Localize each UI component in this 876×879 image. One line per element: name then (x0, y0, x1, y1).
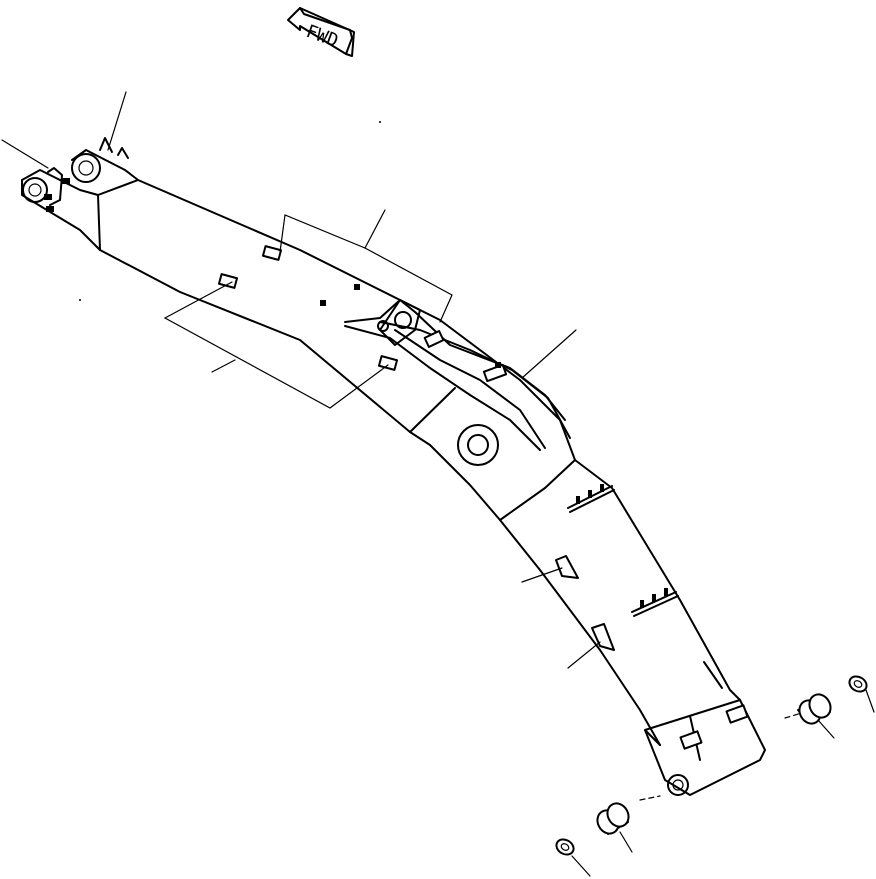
hydraulic-piping (344, 299, 571, 451)
ring-bottom (555, 838, 591, 877)
bushing-bottom (596, 802, 633, 853)
leader-lines (1, 91, 806, 801)
clamps (567, 484, 723, 689)
fwd-arrow: FWD (287, 7, 355, 57)
boom-body (21, 137, 766, 796)
decals (217, 245, 749, 750)
ring-right (848, 675, 875, 713)
bushing-right (797, 693, 835, 739)
